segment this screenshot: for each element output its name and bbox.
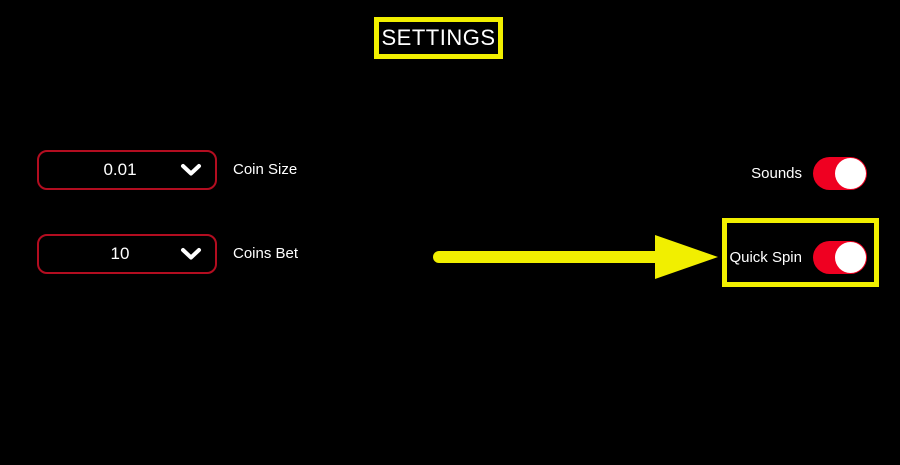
coins-bet-label: Coins Bet — [233, 245, 299, 262]
quick-spin-label: Quick Spin — [729, 249, 802, 266]
coins-bet-value: 10 — [110, 244, 130, 263]
sounds-toggle[interactable] — [813, 157, 867, 190]
settings-title-highlight-box: SETTINGS — [374, 17, 503, 59]
toggle-knob — [835, 242, 866, 273]
sounds-label: Sounds — [751, 165, 802, 182]
coins-bet-dropdown[interactable]: 10 — [37, 234, 217, 274]
toggle-knob — [835, 158, 866, 189]
coin-size-label: Coin Size — [233, 161, 298, 178]
quick-spin-toggle[interactable] — [813, 241, 867, 274]
page-title: SETTINGS — [381, 25, 496, 50]
coin-size-value: 0.01 — [103, 160, 137, 179]
coin-size-dropdown[interactable]: 0.01 — [37, 150, 217, 190]
chevron-down-icon — [181, 164, 201, 176]
chevron-down-icon — [181, 248, 201, 260]
